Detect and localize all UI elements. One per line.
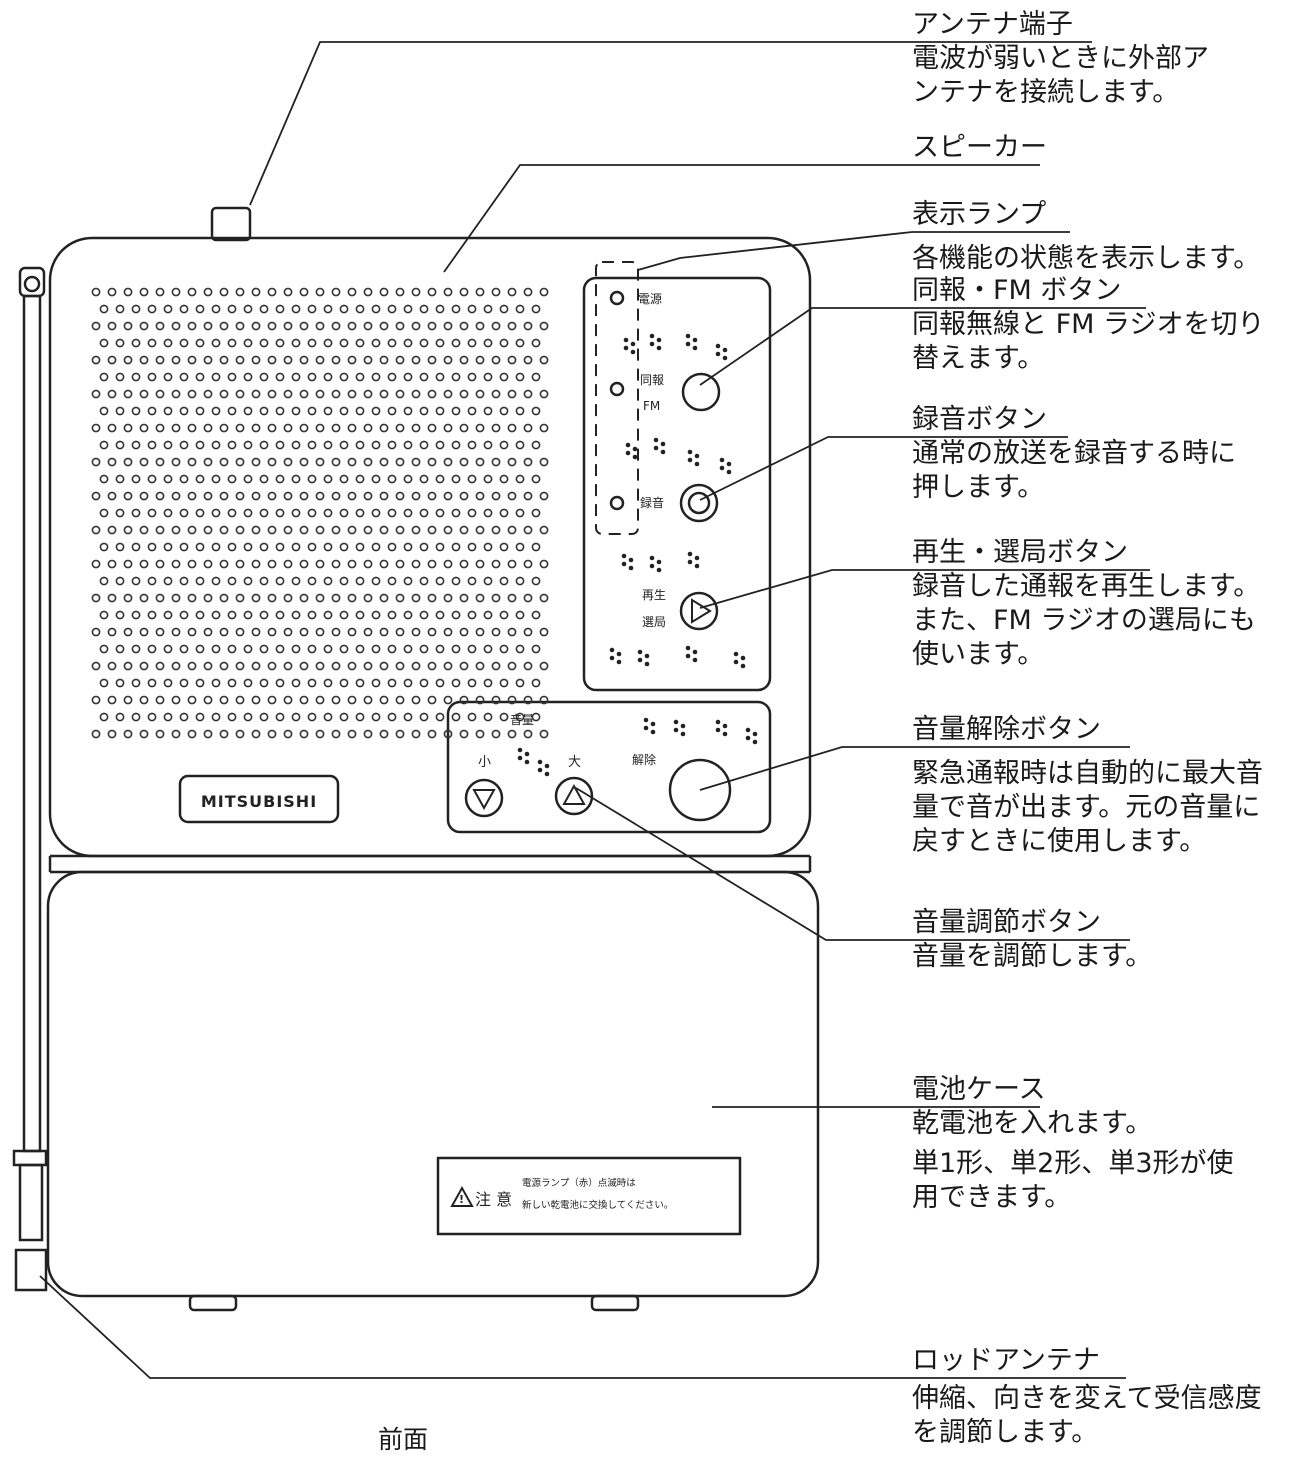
callout-battery-case: 電池ケース 乾電池を入れます。 単1形、単2形、単3形が使 用できます。 [912,1073,1312,1215]
callout-title: 音量調節ボタン [912,907,1101,938]
speaker-grille [91,287,549,739]
callout-indicator-lamp: 表示ランプ 各機能の状態を表示します。 [912,198,1312,276]
callout-record-button: 録音ボタン 通常の放送を録音する時に 押します。 [912,403,1312,505]
callout-desc-line: 替えます。 [912,343,1045,374]
callout-title: スピーカー [912,132,1047,163]
callout-antenna-terminal: アンテナ端子 電波が弱いときに外部ア ンテナを接続します。 [912,8,1312,110]
callout-title: 音量解除ボタン [912,714,1101,745]
callout-speaker: スピーカー [912,131,1312,165]
broadcast-fm-button[interactable] [681,372,721,412]
callout-desc-line: 単1形、単2形、単3形が使 [912,1148,1234,1179]
callout-desc-line: を調節します。 [912,1417,1099,1448]
lamp-label-power: 電源 [638,292,662,306]
volume-release-label: 解除 [632,752,656,767]
callout-title: アンテナ端子 [912,9,1073,40]
lamp-label-broadcast: 同報 [640,373,664,387]
button-label-play: 再生 [642,588,666,602]
lamp-power [609,290,625,306]
lamp-frame [595,261,639,535]
volume-small-label: 小 [478,755,491,770]
braille-dots [517,333,758,777]
view-caption: 前面 [378,1425,429,1454]
rod-antenna [12,266,48,1292]
brand-logo: MITSUBISHI [201,792,317,811]
lamp-label-fm: FM [643,399,660,413]
warning-heading: 注 意 [475,1190,512,1209]
callout-desc-line: 乾電池を入れます。 [912,1108,1153,1139]
callout-desc-line: 戻すときに使用します。 [912,826,1207,857]
callout-desc-line: 使います。 [912,639,1045,670]
callout-title: 録音ボタン [912,404,1047,435]
volume-panel [446,700,772,834]
callout-desc-line: 電波が弱いときに外部ア [912,43,1209,74]
volume-down-button[interactable] [464,778,504,818]
callout-desc-line: ンテナを接続します。 [912,77,1180,108]
callout-play-select-button: 再生・選局ボタン 録音した通報を再生します。 また、FM ラジオの選局にも 使い… [912,536,1312,672]
callout-desc-line: 伸縮、向きを変えて受信感度 [912,1383,1262,1414]
callout-desc-line: 各機能の状態を表示します。 [912,243,1261,274]
callout-title: ロッドアンテナ [912,1345,1100,1376]
lamp-broadcast-fm [609,381,625,397]
volume-up-button[interactable] [554,776,594,816]
callout-desc-line: 緊急通報時は自動的に最大音 [912,758,1263,789]
callout-title: 再生・選局ボタン [912,537,1128,568]
svg-text:!: ! [459,1193,464,1206]
volume-header: 音量 [510,712,534,727]
callout-desc-line: また、FM ラジオの選局にも [912,605,1256,636]
callout-volume-adjust-button: 音量調節ボタン 音量を調節します。 [912,906,1312,974]
play-select-button[interactable] [679,591,719,631]
callout-title: 同報・FM ボタン [912,275,1122,306]
callout-title: 電池ケース [912,1074,1046,1105]
leader-lines [39,41,913,1379]
antenna-terminal [210,206,252,242]
control-panel [582,276,772,692]
callout-desc-line: 音量を調節します。 [912,941,1153,972]
callout-title: 表示ランプ [912,199,1047,230]
callout-broadcast-fm-button: 同報・FM ボタン 同報無線と FM ラジオを切り 替えます。 [912,274,1312,376]
warning-icon [450,1185,474,1207]
lamp-label-record: 録音 [640,495,664,510]
record-button[interactable] [679,483,719,523]
warning-line-1: 電源ランプ（赤）点滅時は [522,1177,636,1189]
brand-plate [178,774,340,824]
callout-volume-release-button: 音量解除ボタン 緊急通報時は自動的に最大音 量で音が出ます。元の音量に 戻すとき… [912,713,1312,859]
volume-large-label: 大 [568,755,581,770]
battery-case [46,870,820,1298]
callout-desc-line: 量で音が出ます。元の音量に [912,792,1261,823]
warning-line-2: 新しい乾電池に交換してください。 [522,1199,673,1211]
callout-desc-line: 押します。 [912,472,1045,503]
callout-desc-line: 用できます。 [912,1182,1072,1213]
callout-desc-line: 録音した通報を再生します。 [912,571,1261,602]
button-label-select: 選局 [642,615,666,629]
warning-label [436,1156,742,1236]
callout-desc-line: 同報無線と FM ラジオを切り [912,309,1265,340]
lamp-record [609,495,625,511]
callout-desc-line: 通常の放送を録音する時に [912,438,1236,469]
callout-rod-antenna: ロッドアンテナ 伸縮、向きを変えて受信感度 を調節します。 [912,1344,1312,1450]
volume-release-button[interactable] [668,758,732,822]
